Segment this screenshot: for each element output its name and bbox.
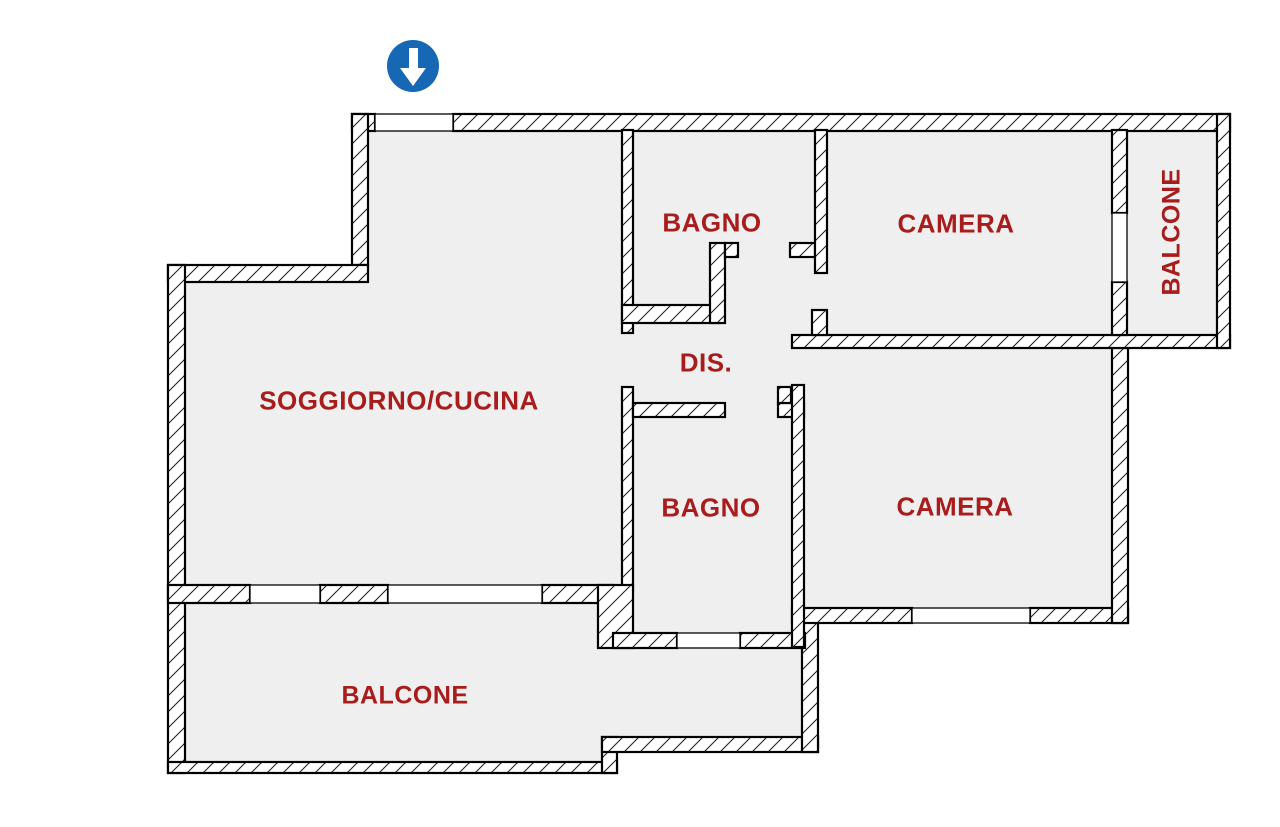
- walls: [166, 112, 1232, 775]
- room-label-dis: DIS.: [679, 347, 733, 378]
- wall-segment: [708, 241, 727, 325]
- entrance-arrow-icon: [387, 40, 439, 92]
- room-label-bagno-top: BAGNO: [662, 207, 762, 238]
- window-opening: [249, 584, 321, 604]
- wall-segment: [790, 606, 914, 625]
- wall-segment: [318, 583, 390, 605]
- room-label-camera-bottom: CAMERA: [896, 491, 1014, 522]
- wall-segment: [166, 263, 370, 284]
- wall-segment: [620, 128, 635, 335]
- room-label-soggiorno-cucina: SOGGIORNO/CUCINA: [259, 385, 539, 416]
- wall-segment: [350, 112, 370, 267]
- wall-segment: [620, 303, 722, 325]
- balcony-door-opening: [1111, 212, 1128, 283]
- wall-segment: [790, 333, 1232, 350]
- wall-segment: [631, 401, 727, 419]
- wall-segment: [788, 241, 817, 259]
- wall-segment: [776, 385, 793, 405]
- window-opening: [676, 632, 741, 649]
- wall-segment: [166, 263, 187, 775]
- room-label-balcone-right: BALCONE: [1157, 168, 1186, 296]
- room-label-balcone-bottom: BALCONE: [341, 681, 469, 710]
- wall-segment: [790, 383, 806, 649]
- wall-segment: [1110, 346, 1130, 625]
- wall-segment: [166, 760, 619, 775]
- wall-segment: [611, 631, 679, 650]
- room-label-bagno-bottom: BAGNO: [661, 492, 761, 523]
- wall-segment: [600, 735, 820, 754]
- wall-segment: [1215, 112, 1232, 350]
- entrance-opening: [374, 113, 454, 132]
- window-opening: [387, 584, 543, 604]
- wall-segment: [451, 112, 1232, 133]
- window-opening: [911, 607, 1031, 624]
- room-label-camera-top: CAMERA: [897, 208, 1015, 239]
- wall-segment: [620, 385, 635, 592]
- wall-segment: [723, 241, 740, 259]
- openings: [249, 113, 1128, 649]
- wall-segment: [1110, 280, 1129, 337]
- wall-segment: [166, 583, 252, 605]
- down-arrow-icon: [400, 48, 426, 86]
- wall-segment: [1110, 128, 1129, 215]
- wall-segment: [810, 308, 829, 337]
- wall-segment: [813, 128, 829, 275]
